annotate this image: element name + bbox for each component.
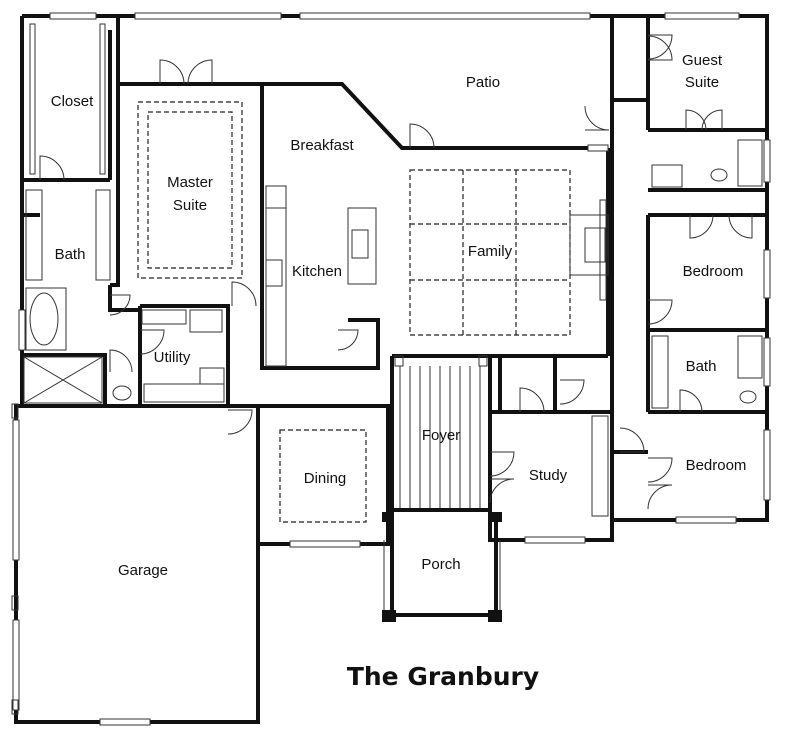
label-guest-suite-line1: Guest: [682, 52, 723, 69]
label-foyer: Foyer: [422, 427, 460, 444]
label-dining: Dining: [304, 470, 347, 487]
label-patio: Patio: [466, 74, 500, 91]
label-porch: Porch: [421, 556, 460, 573]
label-breakfast: Breakfast: [290, 137, 354, 154]
label-guest-suite-line2: Suite: [685, 74, 719, 91]
label-study: Study: [529, 467, 568, 484]
label-bath-right: Bath: [686, 358, 717, 375]
plan-title: The Granbury: [347, 662, 539, 691]
fixtures: [11, 23, 763, 715]
label-closet: Closet: [51, 93, 94, 110]
label-master-suite-line2: Suite: [173, 197, 207, 214]
windows: [12, 12, 771, 726]
room-labels: Closet Patio Guest Suite Breakfast Maste…: [51, 52, 747, 579]
label-family: Family: [468, 243, 513, 260]
label-master-suite-line1: Master: [167, 174, 213, 191]
label-utility: Utility: [154, 349, 191, 366]
label-bedroom-lower: Bedroom: [686, 457, 747, 474]
label-garage: Garage: [118, 562, 168, 579]
doors: [39, 34, 753, 510]
interior-walls: [22, 16, 767, 544]
label-kitchen: Kitchen: [292, 263, 342, 280]
label-master-bath: Bath: [55, 246, 86, 263]
label-bedroom-upper: Bedroom: [683, 263, 744, 280]
